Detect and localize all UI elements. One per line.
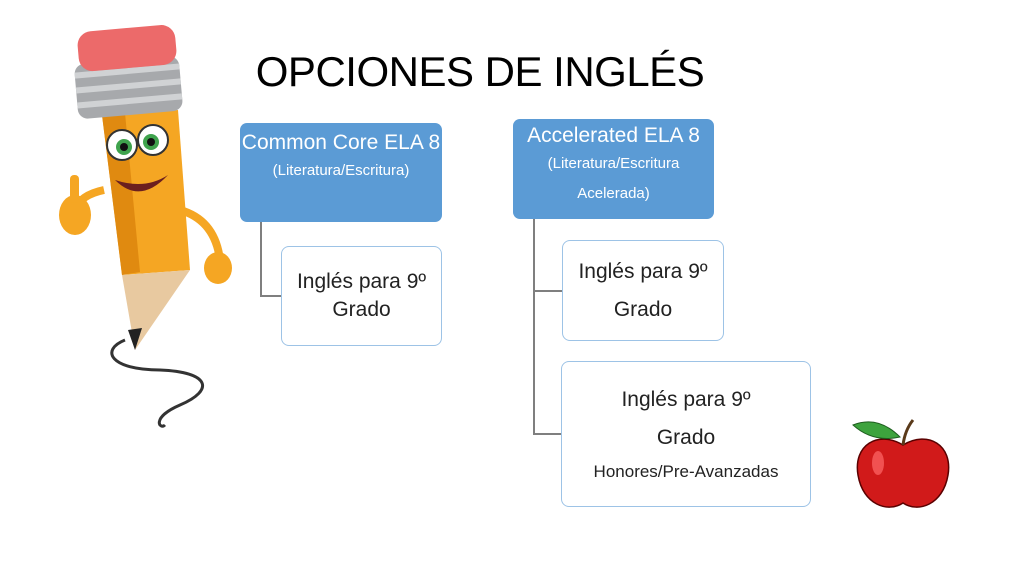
common-core-box: Common Core ELA 8 (Literatura/Escritura): [240, 123, 442, 222]
connector-left-horizontal: [260, 295, 282, 297]
common-core-subtitle: (Literatura/Escritura): [272, 162, 410, 179]
connector-right-horizontal-2: [533, 433, 563, 435]
english-9-box-right: Inglés para 9º Grado: [562, 240, 724, 341]
english-9-label: Inglés para 9º Grado: [296, 270, 427, 321]
common-core-title: Common Core ELA 8: [241, 131, 441, 154]
english-9-honors-box: Inglés para 9º Grado Honores/Pre-Avanzad…: [561, 361, 811, 507]
english-9-box-left: Inglés para 9º Grado: [281, 246, 442, 346]
pencil-mascot-illustration: [59, 25, 232, 428]
connector-right-horizontal-1: [533, 290, 563, 292]
accelerated-subtitle: (Literatura/Escritura Acelerada): [547, 155, 680, 202]
english-9-line1: Inglés para 9º: [578, 259, 708, 283]
accelerated-box: Accelerated ELA 8 (Literatura/Escritura …: [513, 119, 714, 219]
red-apple-illustration: [852, 419, 950, 508]
connector-right-vertical: [533, 219, 535, 434]
accelerated-title: Accelerated ELA 8: [527, 124, 700, 147]
connector-left-vertical: [260, 222, 262, 295]
english-9-line2: Grado: [613, 297, 673, 321]
page-title: OPCIONES DE INGLÉS: [255, 48, 705, 95]
honors-sub: Honores/Pre-Avanzadas: [593, 462, 779, 481]
honors-line1: Inglés para 9º: [621, 388, 751, 411]
honors-line2: Grado: [656, 426, 716, 449]
